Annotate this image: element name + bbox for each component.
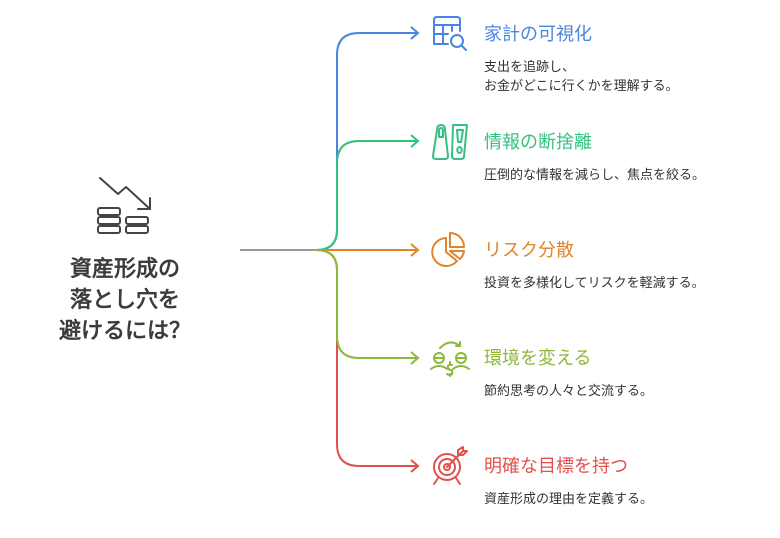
branch-title-5: 明確な目標を持つ bbox=[484, 456, 628, 477]
flippers-icon bbox=[432, 124, 468, 160]
pie-chart-icon bbox=[431, 232, 465, 267]
branch-desc-2-line-1: 圧倒的な情報を減らし、焦点を絞る。 bbox=[484, 168, 706, 183]
branch-desc-1-line-2: お金がどこに行くかを理解する。 bbox=[484, 79, 679, 94]
branch-title-3: リスク分散 bbox=[484, 240, 574, 261]
branch-line-4 bbox=[315, 249, 418, 359]
branch-desc-3: 投資を多様化してリスクを軽減する。 bbox=[484, 274, 705, 293]
branch-title-4: 環境を変える bbox=[484, 348, 592, 369]
arrow-head-2 bbox=[410, 134, 420, 148]
center-title-line-2: 落とし穴を bbox=[69, 288, 180, 313]
arrow-head-4 bbox=[410, 351, 420, 365]
branch-desc-4: 節約思考の人々と交流する。 bbox=[484, 382, 653, 401]
arrow-head-5 bbox=[410, 459, 420, 473]
arrow-head-3 bbox=[410, 243, 420, 257]
branch-desc-2: 圧倒的な情報を減らし、焦点を絞る。 bbox=[484, 166, 705, 185]
people-exchange-icon bbox=[430, 341, 470, 377]
center-title: 資産形成の 落とし穴を 避けるには？ bbox=[30, 254, 220, 347]
branch-desc-5-line-1: 資産形成の理由を定義する。 bbox=[484, 492, 654, 507]
branch-desc-5: 資産形成の理由を定義する。 bbox=[484, 490, 653, 509]
branch-desc-1-line-1: 支出を追跡し、 bbox=[484, 60, 576, 75]
target-icon bbox=[433, 446, 468, 485]
table-search-icon bbox=[433, 16, 467, 51]
branch-line-2 bbox=[315, 140, 418, 251]
arrow-head-1 bbox=[410, 26, 420, 40]
declining-coins-icon bbox=[97, 177, 151, 234]
center-title-line-3: 避けるには？ bbox=[58, 319, 191, 344]
branch-title-1: 家計の可視化 bbox=[484, 24, 592, 45]
branch-desc-3-line-1: 投資を多様化してリスクを軽減する。 bbox=[484, 276, 705, 291]
branch-desc-1: 支出を追跡し、 お金がどこに行くかを理解する。 bbox=[484, 58, 679, 96]
center-title-line-1: 資産形成の bbox=[69, 257, 180, 282]
branch-title-2: 情報の断捨離 bbox=[484, 132, 592, 153]
branch-desc-4-line-1: 節約思考の人々と交流する。 bbox=[484, 384, 654, 399]
